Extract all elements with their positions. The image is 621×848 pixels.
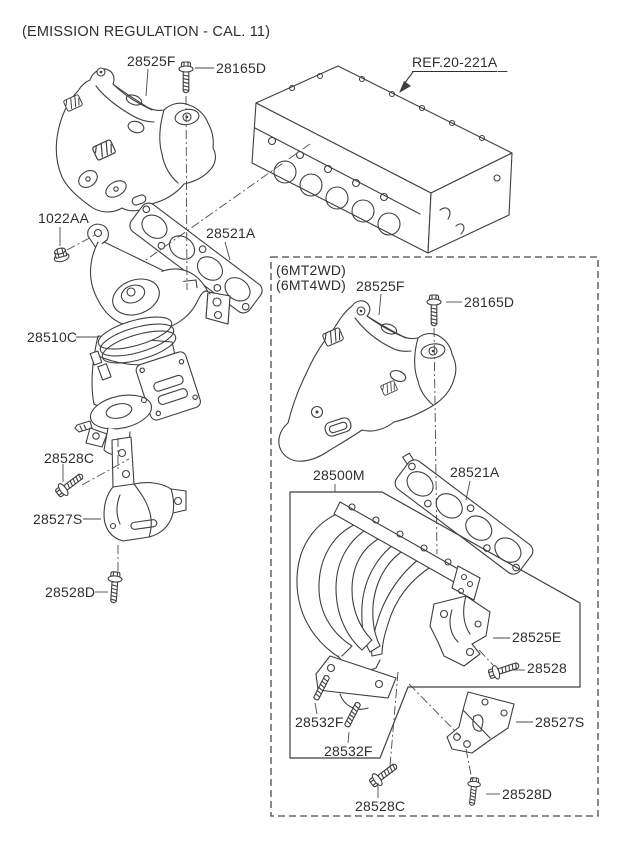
part-label-28165d-main: 28165D: [216, 60, 267, 76]
heat-shield-main-drawing: [55, 67, 216, 213]
bolt-28528d-main: [105, 570, 124, 604]
variant-line-6mt4wd: (6MT4WD): [276, 277, 347, 293]
part-label-28525f-variant: 28525F: [356, 278, 405, 294]
bolt-28165d-main: [178, 61, 194, 94]
part-label-28521a-main: 28521A: [206, 225, 256, 241]
engine-ref-label: REF.20-221A: [412, 54, 498, 72]
part-label-28528c-main: 28528C: [44, 450, 95, 466]
part-label-28527s-main: 28527S: [33, 511, 83, 527]
manifold-28510c-drawing: [74, 223, 231, 456]
bolt-28528c-main: [52, 469, 87, 500]
variant-box-border: [270, 256, 599, 817]
nut-1022aa-drawing: [51, 245, 71, 264]
part-label-28527s-variant: 28527S: [535, 714, 585, 730]
bolt-28165d-variant: [426, 294, 442, 327]
bracket-28525e-drawing: [429, 595, 491, 667]
part-label-28532f-2: 28532F: [324, 743, 373, 759]
stud-28532f-2: [343, 701, 362, 729]
centerlines: [66, 95, 494, 781]
part-label-1022aa-main: 1022AA: [38, 210, 90, 226]
part-label-28525e: 28525E: [512, 629, 562, 645]
part-label-28532f-1: 28532F: [295, 714, 344, 730]
bracket-28527s-main-drawing: [103, 436, 187, 542]
group-frame-28500m: [289, 491, 581, 759]
part-label-28528d-variant: 28528D: [502, 786, 553, 802]
leader-lines: [59, 67, 533, 798]
manifold-28500m-drawing: [296, 501, 481, 710]
part-label-28510c-main: 28510C: [27, 329, 78, 345]
part-label-28521a-variant: 28521A: [450, 464, 500, 480]
engine-block-drawing: [251, 65, 513, 254]
bolt-28528c-variant: [366, 759, 401, 790]
part-label-28528: 28528: [527, 660, 567, 676]
part-label-28528d-main: 28528D: [45, 584, 96, 600]
emission-note: (EMISSION REGULATION - CAL. 11): [22, 24, 271, 40]
ref-arrow: [399, 70, 508, 93]
bolt-28528d-variant: [465, 776, 482, 807]
part-label-28165d-variant: 28165D: [464, 294, 515, 310]
variant-line-6mt2wd: (6MT2WD): [276, 262, 347, 278]
gasket-variant-drawing: [394, 452, 534, 575]
heat-shield-variant-drawing: [278, 300, 457, 462]
bracket-28527s-variant-drawing: [446, 691, 515, 754]
part-label-28500m: 28500M: [313, 467, 365, 483]
part-label-28525f-main: 28525F: [127, 53, 176, 69]
part-label-28528c-variant: 28528C: [355, 798, 406, 814]
